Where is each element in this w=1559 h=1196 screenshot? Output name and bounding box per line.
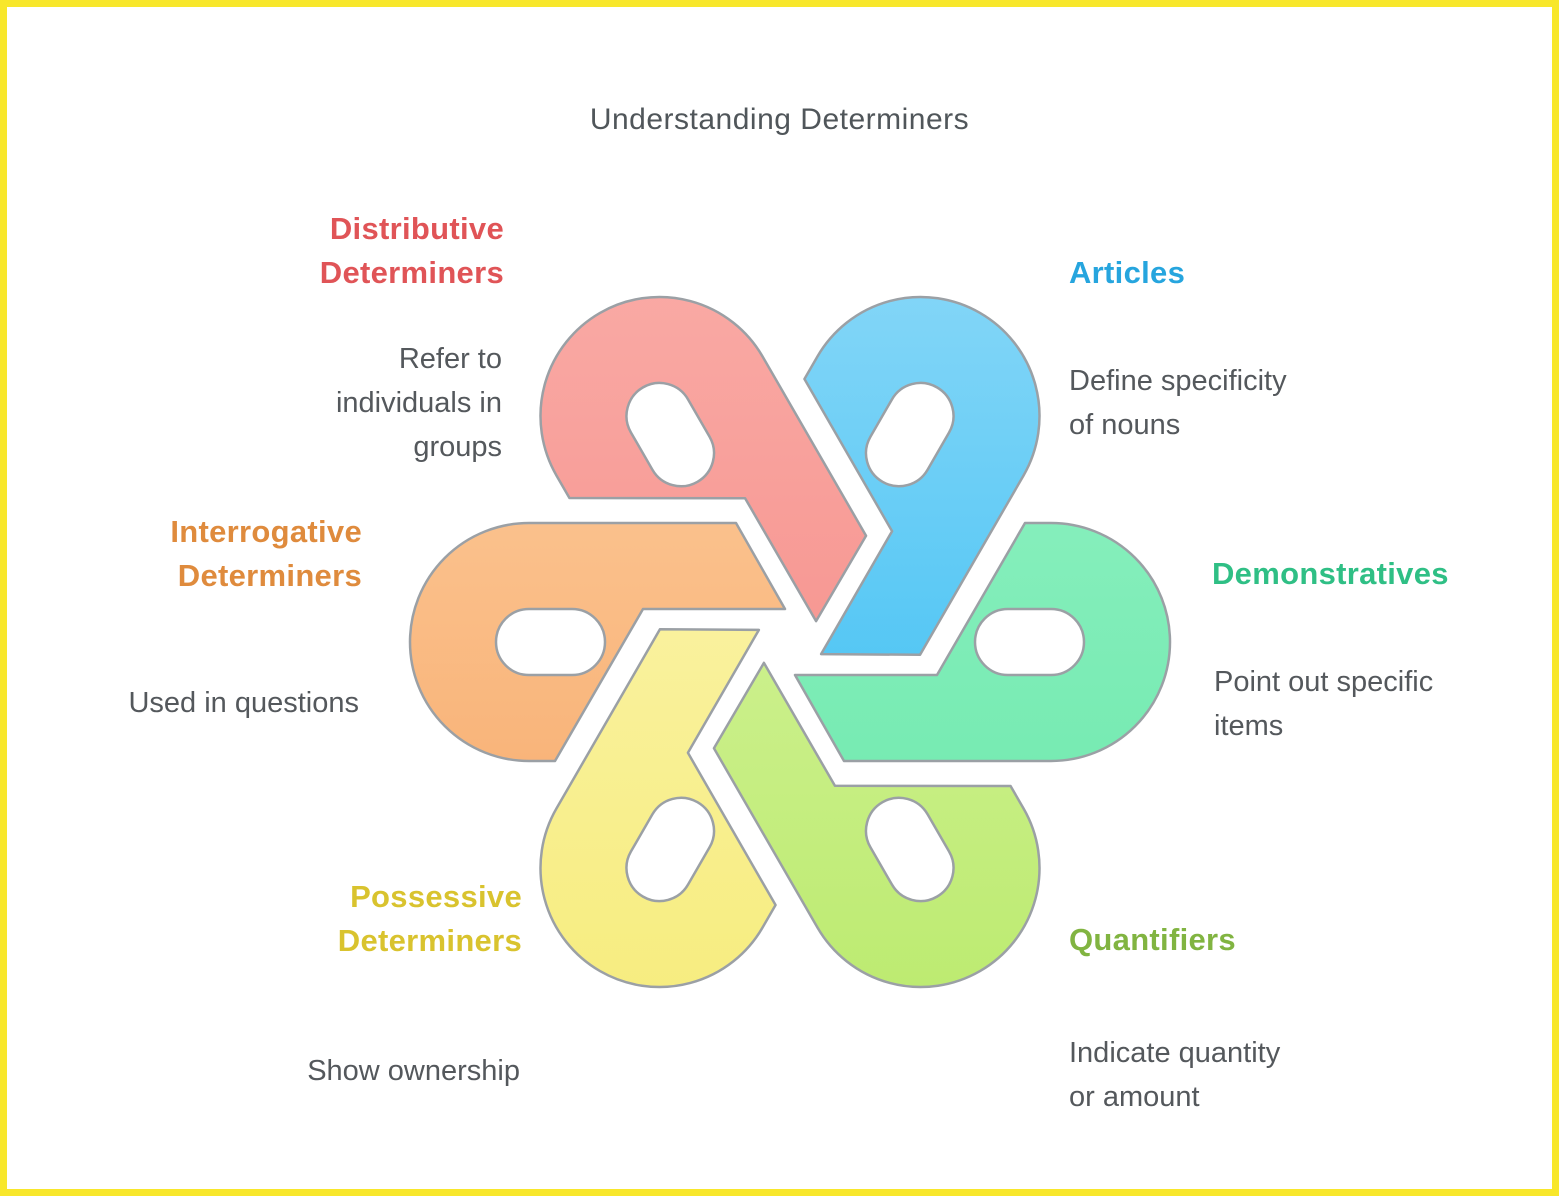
category-description-demonstratives: Point out specific items [1214,660,1544,748]
description-line: Refer to [398,343,502,375]
category-heading-articles: Articles [1069,251,1489,295]
knot-diagram [408,252,1172,1032]
heading-line: Demonstratives [1212,556,1449,591]
category-description-possessive: Show ownership [177,1049,520,1093]
heading-line: Determiners [177,558,362,593]
category-description-articles: Define specificity of nouns [1069,359,1489,447]
description-line: of nouns [1069,409,1181,441]
description-line: Show ownership [307,1055,520,1087]
heading-line: Distributive [329,211,504,246]
category-description-interrogative: Used in questions [32,681,359,725]
description-line: Define specificity [1069,365,1287,397]
heading-line: Quantifiers [1069,922,1236,957]
description-line: Used in questions [128,687,359,719]
heading-line: Interrogative [170,514,362,549]
description-line: Point out specific [1214,666,1434,698]
heading-line: Determiners [337,923,522,958]
page-title: Understanding Determiners [589,103,970,136]
category-heading-quantifiers: Quantifiers [1069,918,1489,962]
category-heading-distributive: Distributive Determiners [147,207,504,295]
category-heading-demonstratives: Demonstratives [1212,552,1542,596]
description-line: Indicate quantity [1069,1037,1281,1069]
category-heading-possessive: Possessive Determiners [197,875,522,963]
heading-line: Possessive [350,879,522,914]
description-line: individuals in [335,387,502,419]
description-line: items [1214,710,1284,742]
heading-line: Articles [1069,255,1186,290]
heading-line: Determiners [319,255,504,290]
description-line: or amount [1069,1081,1200,1113]
category-description-quantifiers: Indicate quantity or amount [1069,1031,1489,1119]
category-description-distributive: Refer to individuals in groups [147,337,502,469]
description-line: groups [413,431,502,463]
category-heading-interrogative: Interrogative Determiners [62,510,362,598]
